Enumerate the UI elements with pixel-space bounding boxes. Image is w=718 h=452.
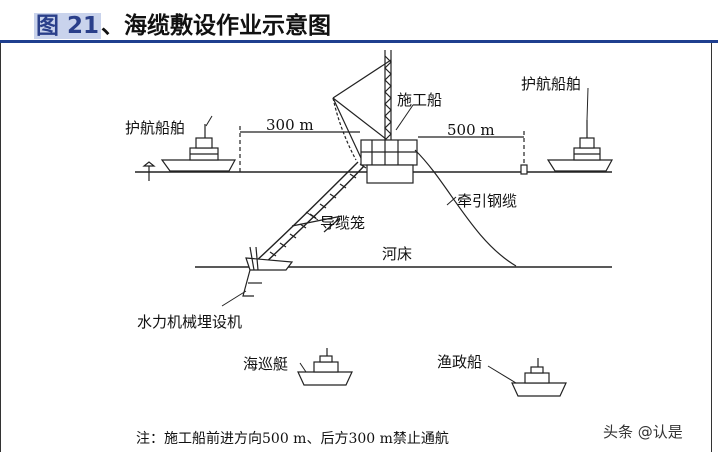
- construction-ship-label: 施工船: [397, 91, 443, 109]
- escort-ship-left: [142, 124, 237, 181]
- patrol-boat-label: 海巡艇: [243, 355, 289, 373]
- diagram-note: 注：施工船前进方向500 m、后方300 m禁止通航: [136, 431, 449, 447]
- escort-left-label: 护航船舶: [125, 119, 186, 137]
- cable-guide-label: 导缆笼: [320, 214, 366, 232]
- diagram-frame: [0, 43, 712, 452]
- riverbed-label: 河床: [382, 245, 413, 263]
- escort-right-label: 护航船舶: [521, 75, 582, 93]
- construction-ship: [332, 50, 418, 184]
- tow-cable-label: 牵引钢缆: [457, 192, 518, 210]
- burying-machine-label: 水力机械埋设机: [137, 313, 243, 331]
- figure-title: 图 21、海缆敷设作业示意图: [34, 6, 331, 40]
- dist-300-label: 300 m: [266, 116, 314, 134]
- figure-separator: 、: [101, 13, 125, 39]
- fishery-ship-label: 渔政船: [437, 353, 483, 371]
- watermark: 头条 @认是: [603, 423, 683, 441]
- dist-500-label: 500 m: [447, 121, 495, 139]
- figure-title-text: 海缆敷设作业示意图: [124, 13, 332, 39]
- cable-guide-cage: [254, 161, 367, 267]
- fishery-ship: [511, 358, 567, 397]
- escort-ship-right: [546, 120, 614, 172]
- patrol-boat: [297, 348, 353, 386]
- figure-label: 图 21: [34, 13, 102, 39]
- tow-cable-line: [414, 149, 517, 267]
- title-rule: [0, 40, 718, 43]
- burying-machine: [242, 246, 294, 297]
- figure-header: 图 21、海缆敷设作业示意图: [0, 0, 718, 44]
